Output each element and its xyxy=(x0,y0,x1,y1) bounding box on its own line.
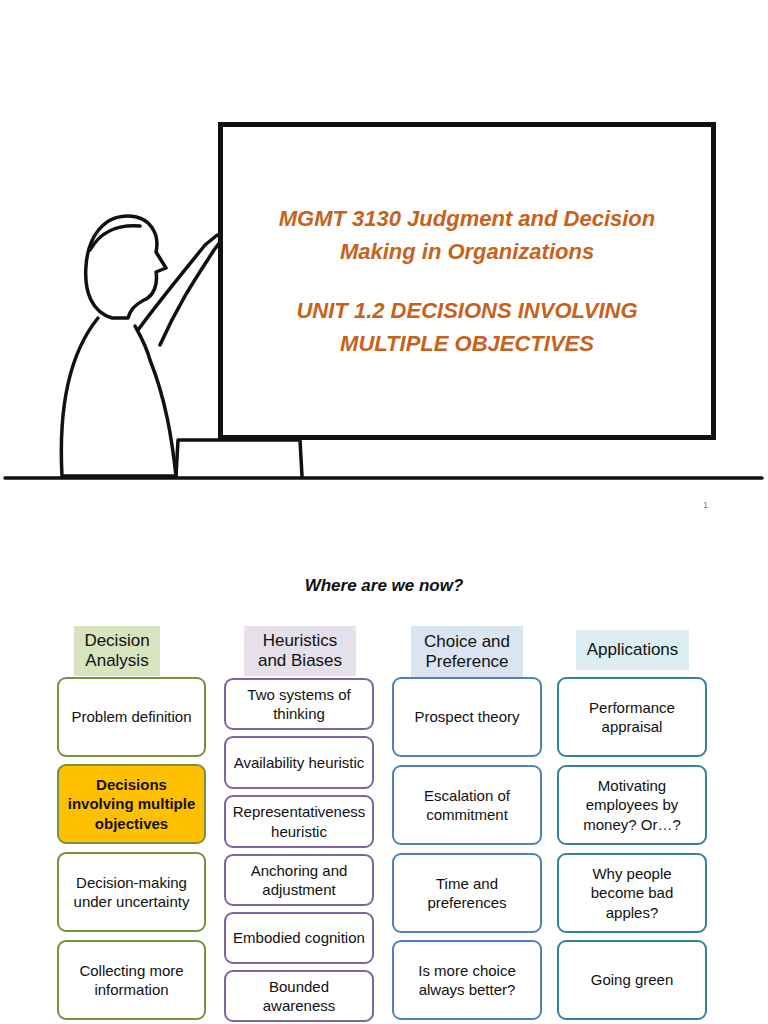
topic-box: Decision-making under uncertainty xyxy=(57,852,206,932)
node-text: Anchoring and adjustment xyxy=(231,861,367,900)
node-text: Prospect theory xyxy=(414,707,519,727)
node-text: Decision Analysis xyxy=(78,631,156,670)
node-text: Choice and Preference xyxy=(415,632,519,671)
node-text: Embodied cognition xyxy=(233,928,365,948)
topic-box: Anchoring and adjustment xyxy=(224,854,374,906)
topic-box: Is more choice always better? xyxy=(392,940,542,1020)
node-text: Performance appraisal xyxy=(564,698,700,737)
topic-box: Embodied cognition xyxy=(224,912,374,964)
node-text: Heuristics and Biases xyxy=(248,631,352,670)
slide-heading: Where are we now? xyxy=(0,576,768,596)
node-text: Decision-making under uncertainty xyxy=(64,873,199,912)
current-topic-box: Decisions involving multiple objectives xyxy=(57,764,206,844)
slide-number: 1 xyxy=(703,500,708,510)
blackboard: MGMT 3130 Judgment and Decision Making i… xyxy=(218,122,716,440)
topic-box: Collecting more information xyxy=(57,940,206,1020)
topic-box: Time and preferences xyxy=(392,853,542,933)
teacher-head xyxy=(86,216,166,318)
node-text: MGMT 3130 Judgment and Decision Making i… xyxy=(263,202,671,268)
topic-box: Motivating employees by money? Or…? xyxy=(557,765,707,845)
node-text: Availability heuristic xyxy=(234,753,365,773)
topic-box: Representativeness heuristic xyxy=(224,795,374,848)
topic-box: Bounded awareness xyxy=(224,970,374,1022)
node-text: Applications xyxy=(587,640,679,660)
node-text: UNIT 1.2 DECISIONS INVOLVING MULTIPLE OB… xyxy=(263,294,671,360)
topic-box: Going green xyxy=(557,940,707,1020)
node-text: Why people become bad apples? xyxy=(564,864,700,923)
column-header: Heuristics and Biases xyxy=(244,626,356,676)
node-text: Two systems of thinking xyxy=(231,685,367,724)
topic-box: Escalation of commitment xyxy=(392,765,542,845)
node-text: Representativeness heuristic xyxy=(231,802,367,841)
node-text: Going green xyxy=(591,970,674,990)
node-text: Motivating employees by money? Or…? xyxy=(564,776,700,835)
topic-box: Why people become bad apples? xyxy=(557,853,707,933)
board-ledge xyxy=(176,440,302,476)
node-text: Is more choice always better? xyxy=(399,961,535,1000)
topic-box: Problem definition xyxy=(57,677,206,757)
topic-box: Performance appraisal xyxy=(557,677,707,757)
topic-box: Two systems of thinking xyxy=(224,678,374,730)
node-text: Problem definition xyxy=(71,707,191,727)
topic-box: Availability heuristic xyxy=(224,736,374,789)
column-header: Applications xyxy=(576,630,689,670)
node-text: Time and preferences xyxy=(399,874,535,913)
node-text: Escalation of commitment xyxy=(399,786,535,825)
node-text: Collecting more information xyxy=(64,961,199,1000)
column-header: Choice and Preference xyxy=(411,626,523,677)
teacher-hair xyxy=(90,226,140,250)
topic-box: Prospect theory xyxy=(392,677,542,757)
node-text: Bounded awareness xyxy=(231,977,367,1016)
node-text: Decisions involving multiple objectives xyxy=(64,775,199,834)
column-header: Decision Analysis xyxy=(74,626,160,676)
